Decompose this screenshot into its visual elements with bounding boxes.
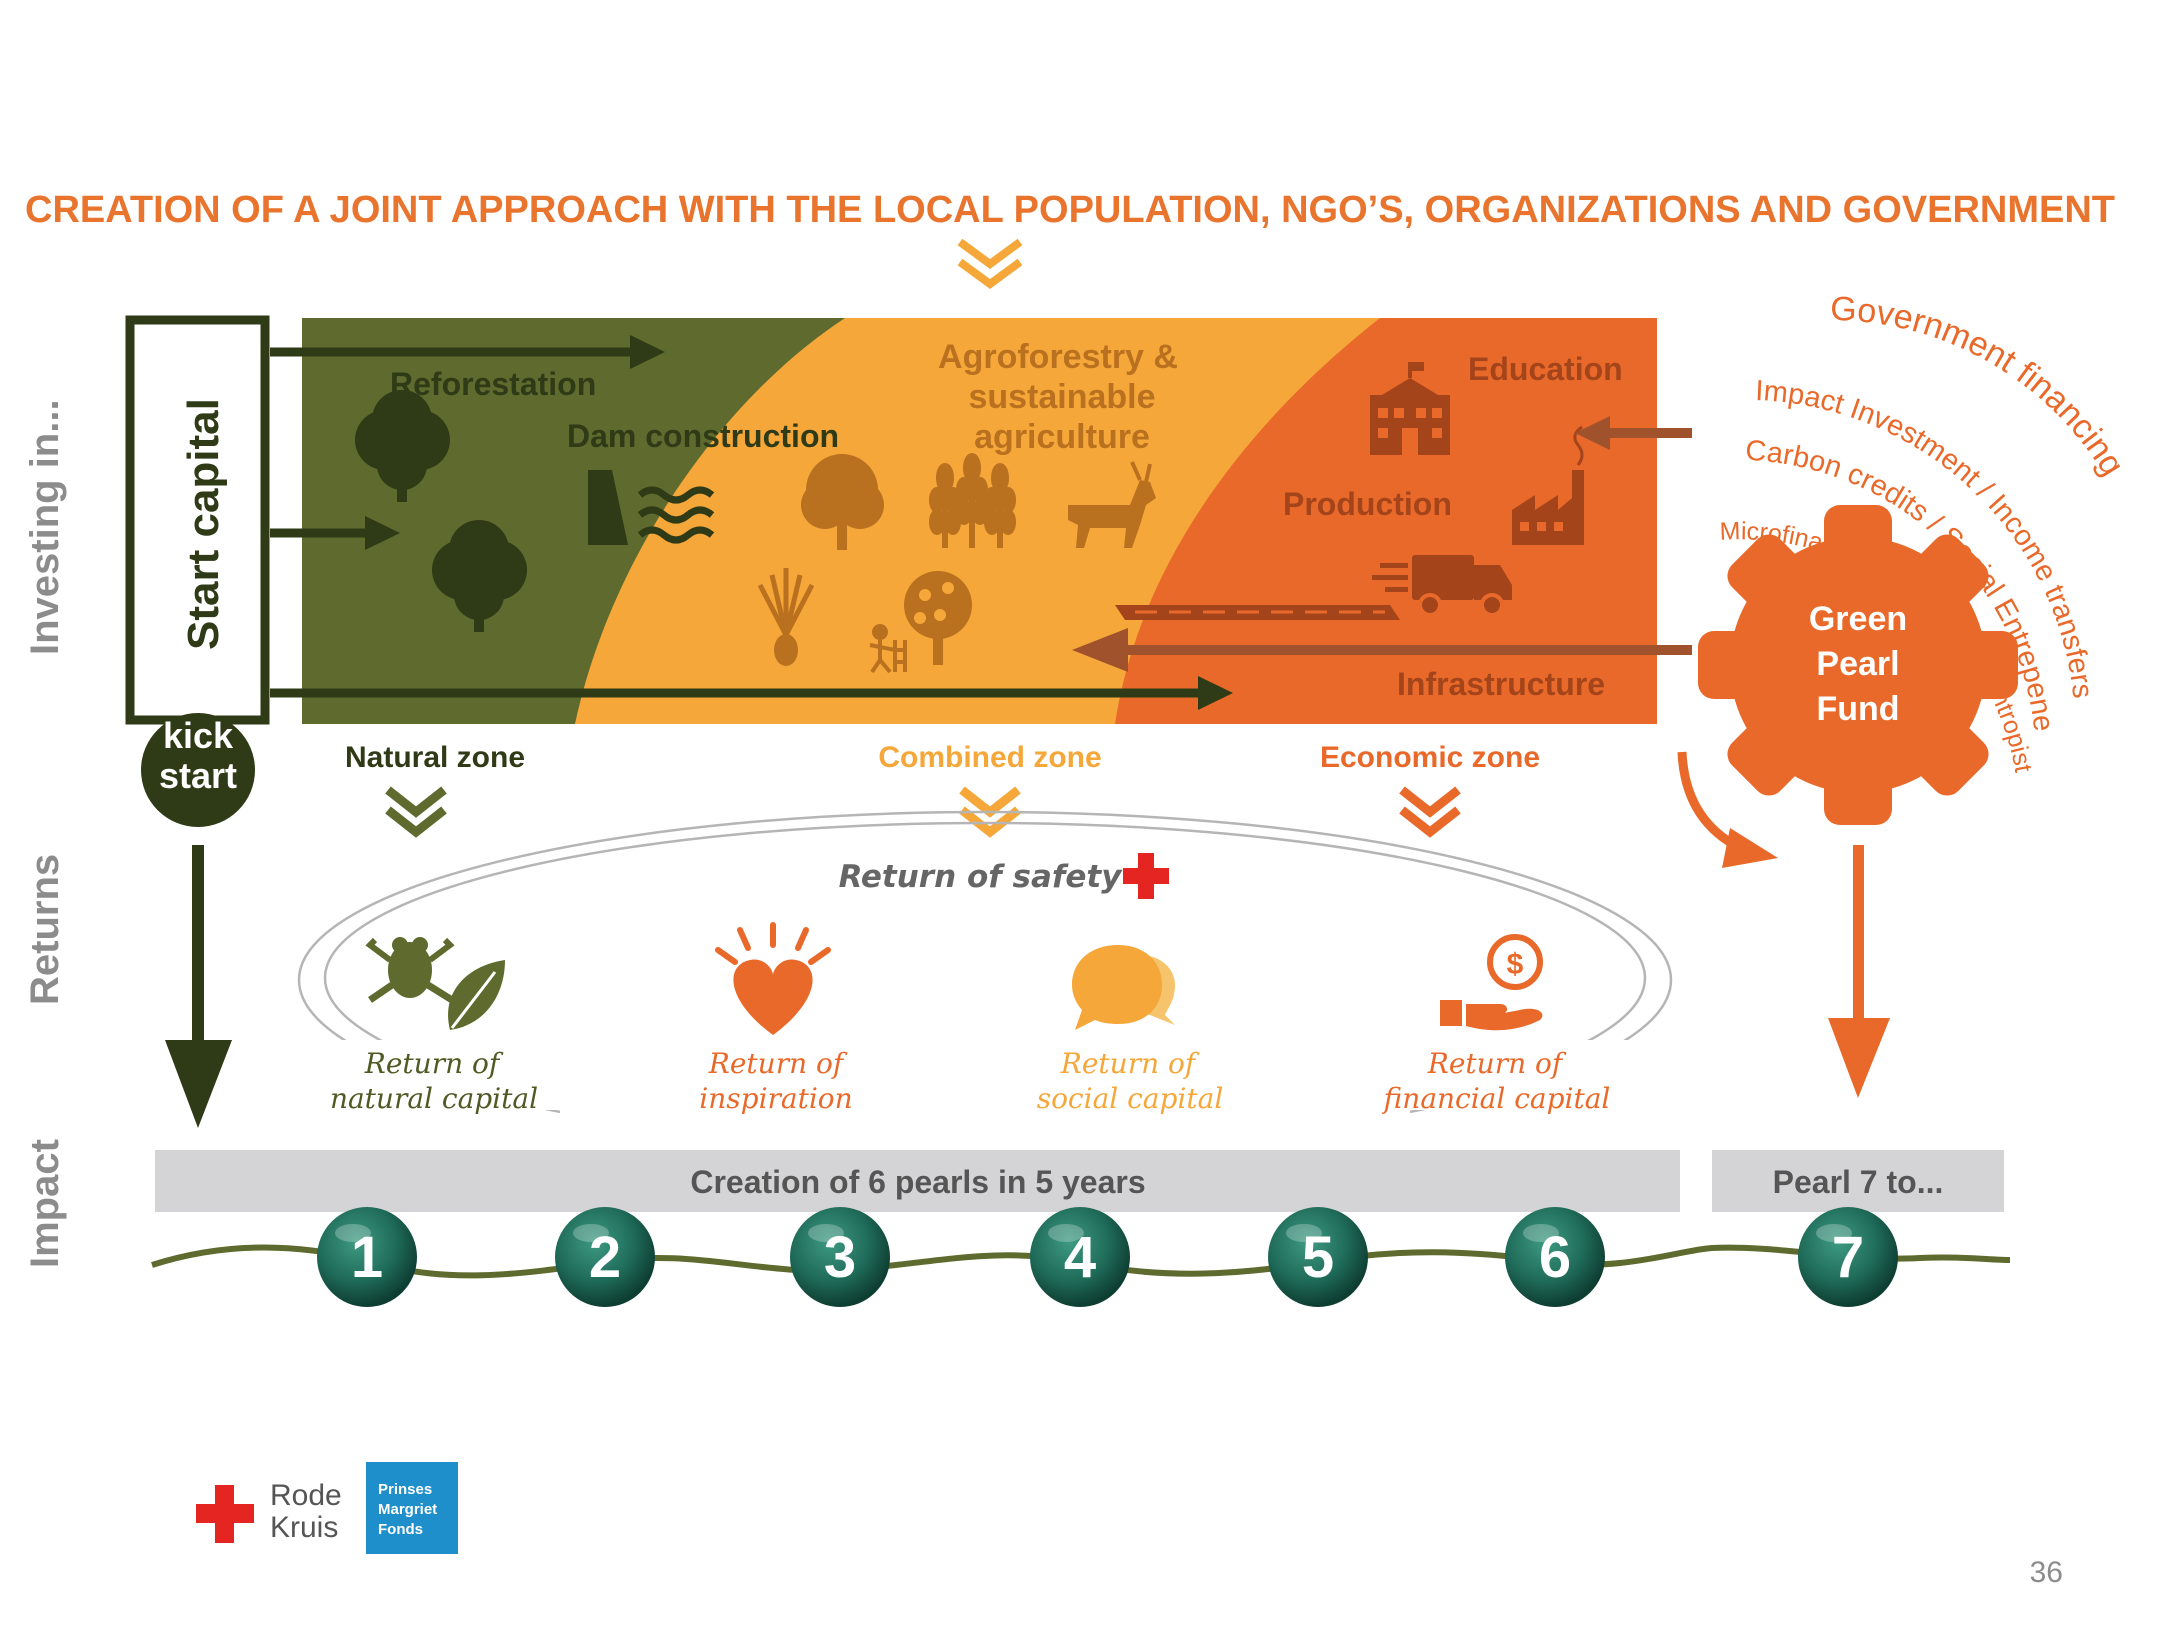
svg-text:Margriet: Margriet: [378, 1501, 437, 1518]
item-infrastructure: Infrastructure: [1397, 666, 1605, 702]
heart-icon: [715, 922, 831, 1035]
kick-label: kick: [163, 715, 234, 756]
chevron-down-icon: [1399, 786, 1461, 838]
factory-icon: [1512, 425, 1584, 545]
item-education: Education: [1468, 351, 1623, 387]
pearl-7: 7: [1798, 1207, 1898, 1307]
fund-name-1: Green: [1809, 600, 1907, 638]
dam-icon: [588, 470, 715, 545]
item-agroforestry-2: sustainable: [968, 378, 1155, 416]
return-financial-1: Return of: [1427, 1047, 1567, 1080]
label-investing: Investing in...: [23, 399, 67, 655]
gear-icon: [1698, 505, 2018, 825]
pearls: 1 2 3 4 5 6 7: [317, 1207, 1898, 1307]
pearl-number: 7: [1832, 1225, 1864, 1290]
item-dam-construction: Dam construction: [567, 418, 839, 454]
return-natural-2: natural capital: [330, 1082, 538, 1115]
speech-bubbles-icon: [1072, 945, 1175, 1030]
pearl-4: 4: [1030, 1207, 1130, 1307]
pearl-number: 5: [1302, 1225, 1334, 1290]
ellipse-mask: [560, 1110, 1410, 1150]
impact-bar-main: [155, 1150, 1680, 1212]
fruit-tree-icon: [904, 571, 972, 665]
pearl-5: 5: [1268, 1207, 1368, 1307]
return-inspiration-1: Return of: [708, 1047, 848, 1080]
pearl-3: 3: [790, 1207, 890, 1307]
goat-icon: [1068, 461, 1156, 548]
start-down-arrow: [165, 845, 232, 1128]
impact-bar-next-label: Pearl 7 to...: [1773, 1164, 1944, 1200]
svg-text:Prinses: Prinses: [378, 1481, 432, 1498]
page-number: 36: [2030, 1556, 2063, 1589]
start-arrows: [270, 335, 1233, 710]
rode-kruis-logo: Rode Kruis: [196, 1479, 342, 1544]
item-reforestation: Reforestation: [390, 366, 596, 402]
zone-label-economic: Economic zone: [1320, 741, 1540, 774]
tree-icon: [355, 390, 450, 502]
item-agroforestry-1: Agroforestry &: [938, 338, 1178, 376]
svg-text:Fonds: Fonds: [378, 1521, 423, 1538]
impact-bar-next: [1712, 1150, 2004, 1212]
pearl-number: 2: [589, 1225, 621, 1290]
frog-icon: [365, 937, 455, 1003]
item-agroforestry-3: agriculture: [974, 418, 1150, 456]
kick-start-circle: [141, 713, 255, 827]
impact-bar-main-label: Creation of 6 pearls in 5 years: [690, 1164, 1145, 1200]
pearl-2: 2: [555, 1207, 655, 1307]
tree-icon: [801, 454, 884, 550]
fund-name-3: Fund: [1816, 690, 1899, 728]
pearl-6: 6: [1505, 1207, 1605, 1307]
pearl-1: 1: [317, 1207, 417, 1307]
svg-text:Rode: Rode: [270, 1479, 342, 1512]
zone-label-natural: Natural zone: [345, 741, 525, 774]
ellipse-mask: [315, 1040, 1670, 1110]
fund-name-2: Pearl: [1816, 645, 1899, 683]
pearl-string: [151, 1244, 2011, 1279]
fund-source-government: Government financing: [1830, 290, 2132, 483]
return-inspiration-2: inspiration: [699, 1082, 852, 1115]
fund-arrows: [1072, 416, 1692, 672]
wheat-icon: [929, 453, 1016, 548]
chevron-down-icon: [385, 786, 447, 838]
tree-icon: [432, 520, 527, 632]
school-icon: [1370, 362, 1450, 455]
label-returns: Returns: [23, 854, 67, 1005]
farmer-icon: [869, 624, 907, 674]
return-financial-2: financial capital: [1382, 1082, 1611, 1115]
plant-icon: [757, 568, 815, 666]
zone-label-combined: Combined zone: [878, 741, 1101, 774]
return-social-1: Return of: [1060, 1047, 1200, 1080]
fund-curve-arrow: [1677, 751, 1778, 868]
svg-text:$: $: [1507, 948, 1524, 981]
pearl-number: 1: [351, 1225, 383, 1290]
start-label: start: [159, 755, 237, 796]
pearl-number: 4: [1064, 1225, 1096, 1290]
fund-down-arrow: [1828, 845, 1890, 1098]
page-title: CREATION OF A JOINT APPROACH WITH THE LO…: [25, 189, 2115, 231]
return-safety: Return of safety: [839, 859, 1124, 895]
red-cross-icon: [1123, 853, 1169, 899]
label-impact: Impact: [23, 1139, 67, 1268]
title-chevron-icon: [957, 238, 1023, 289]
return-social-2: social capital: [1037, 1082, 1224, 1115]
pearl-number: 3: [824, 1225, 856, 1290]
truck-icon: [1372, 555, 1512, 617]
prinses-margriet-fonds-logo: Prinses Margriet Fonds: [366, 1462, 458, 1554]
item-production: Production: [1283, 486, 1452, 522]
pearl-number: 6: [1539, 1225, 1571, 1290]
road-icon: [1115, 605, 1400, 620]
svg-text:Kruis: Kruis: [270, 1511, 338, 1544]
leaf-icon: [448, 960, 505, 1030]
return-natural-1: Return of: [364, 1047, 504, 1080]
money-hand-icon: $: [1440, 934, 1543, 1031]
start-capital-label: Start capital: [179, 398, 228, 650]
